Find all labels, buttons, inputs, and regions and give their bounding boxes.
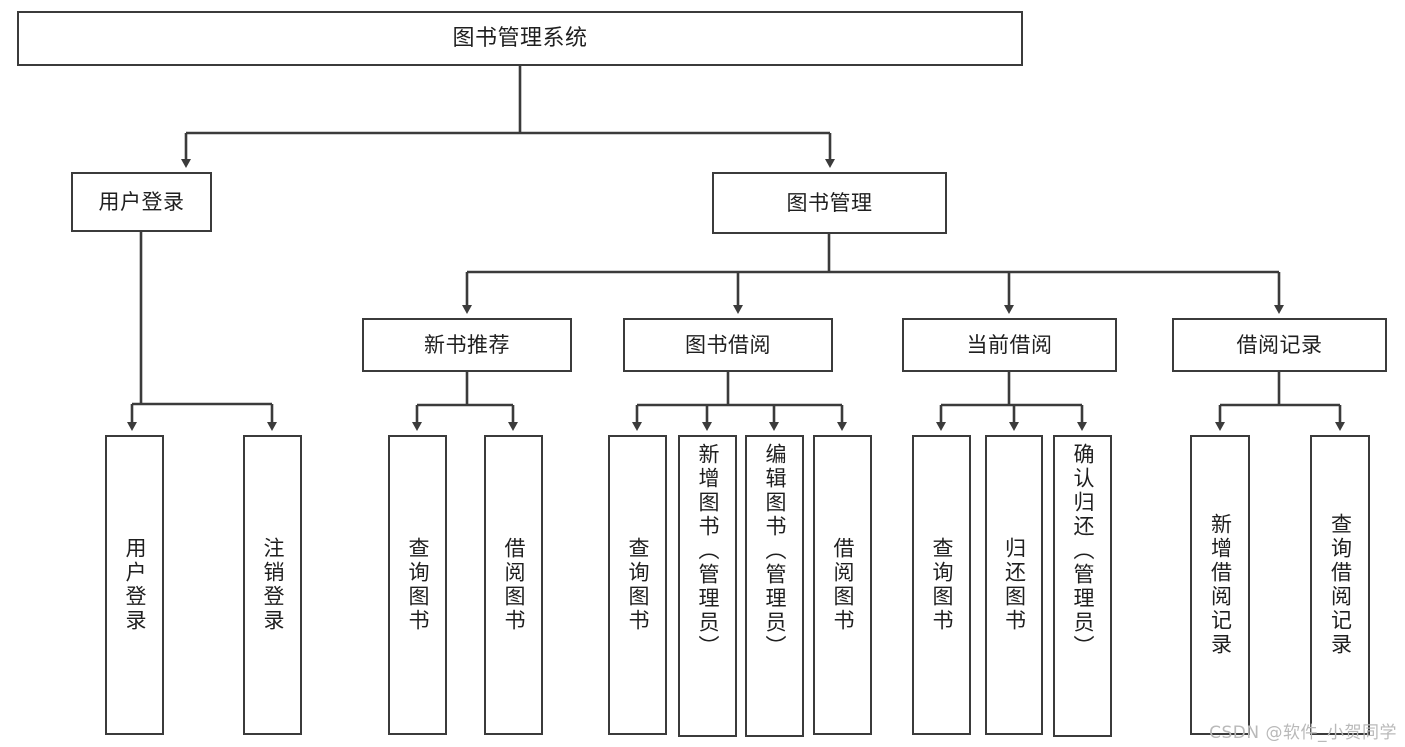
node-root-book-management-system[interactable]: 图书管理系统 xyxy=(17,11,1023,66)
node-label: 借阅图书 xyxy=(502,537,526,633)
leaf-borrow-record-add[interactable]: 新增借阅记录 xyxy=(1190,435,1250,735)
leaf-user-login-signout[interactable]: 注销登录 xyxy=(243,435,302,735)
node-label: 编辑图书（管理员） xyxy=(763,443,787,659)
leaf-new-book-query[interactable]: 查询图书 xyxy=(388,435,447,735)
node-user-login[interactable]: 用户登录 xyxy=(71,172,212,232)
leaf-book-borrow-query[interactable]: 查询图书 xyxy=(608,435,667,735)
csdn-watermark: CSDN @软件_小贺同学 xyxy=(1209,723,1397,743)
node-label: 查询借阅记录 xyxy=(1328,513,1353,657)
leaf-book-borrow-edit-admin[interactable]: 编辑图书（管理员） xyxy=(745,435,804,737)
node-label: 用户登录 xyxy=(123,537,147,633)
node-label: 查询图书 xyxy=(406,537,430,633)
leaf-new-book-borrow[interactable]: 借阅图书 xyxy=(484,435,543,735)
node-book-management[interactable]: 图书管理 xyxy=(712,172,947,234)
node-label: 归还图书 xyxy=(1002,537,1027,633)
node-label: 注销登录 xyxy=(261,537,285,633)
node-label: 图书管理系统 xyxy=(452,25,588,51)
node-label: 图书管理 xyxy=(786,190,873,215)
node-label: 用户登录 xyxy=(98,189,185,214)
leaf-current-borrow-confirm-return-admin[interactable]: 确认归还（管理员） xyxy=(1053,435,1112,737)
leaf-book-borrow-add-admin[interactable]: 新增图书（管理员） xyxy=(678,435,737,737)
node-label: 新增图书（管理员） xyxy=(696,443,720,659)
node-label: 确认归还（管理员） xyxy=(1071,443,1095,659)
leaf-current-borrow-return[interactable]: 归还图书 xyxy=(985,435,1043,735)
leaf-user-login-signin[interactable]: 用户登录 xyxy=(105,435,164,735)
node-label: 查询图书 xyxy=(930,537,954,633)
node-borrow-record[interactable]: 借阅记录 xyxy=(1172,318,1387,372)
node-label: 当前借阅 xyxy=(966,332,1053,357)
node-label: 新增借阅记录 xyxy=(1208,513,1233,657)
node-current-borrow[interactable]: 当前借阅 xyxy=(902,318,1117,372)
leaf-book-borrow-borrow[interactable]: 借阅图书 xyxy=(813,435,872,735)
node-label: 新书推荐 xyxy=(424,332,510,357)
node-label: 图书借阅 xyxy=(685,332,771,357)
node-label: 借阅图书 xyxy=(831,537,855,633)
node-new-book-recommend[interactable]: 新书推荐 xyxy=(362,318,572,372)
node-book-borrow[interactable]: 图书借阅 xyxy=(623,318,833,372)
leaf-current-borrow-query[interactable]: 查询图书 xyxy=(912,435,971,735)
leaf-borrow-record-query[interactable]: 查询借阅记录 xyxy=(1310,435,1370,735)
node-label: 查询图书 xyxy=(626,537,650,633)
node-label: 借阅记录 xyxy=(1236,332,1323,357)
